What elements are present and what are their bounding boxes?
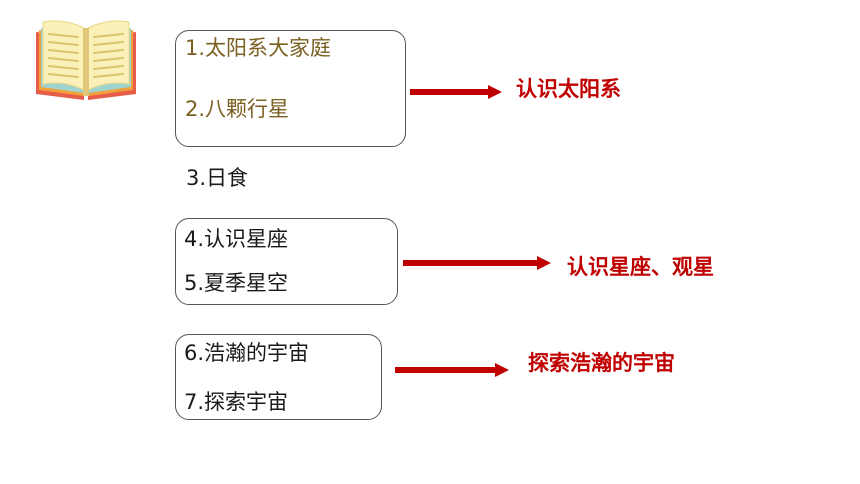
arrow-right-icon bbox=[410, 85, 502, 99]
group-box-solar-system bbox=[175, 30, 406, 147]
item-1: 1.太阳系大家庭 bbox=[185, 36, 332, 60]
arrow-right-icon bbox=[403, 256, 551, 270]
topic-constellations: 认识星座、观星 bbox=[567, 255, 714, 279]
item-3: 3.日食 bbox=[186, 166, 249, 190]
group-box-constellations bbox=[175, 218, 398, 305]
item-6: 6.浩瀚的宇宙 bbox=[184, 341, 310, 365]
item-5: 5.夏季星空 bbox=[184, 271, 289, 295]
topic-solar-system: 认识太阳系 bbox=[516, 77, 621, 101]
book-icon bbox=[36, 20, 136, 100]
topic-universe: 探索浩瀚的宇宙 bbox=[528, 351, 675, 375]
item-2: 2.八颗行星 bbox=[185, 97, 290, 121]
item-4: 4.认识星座 bbox=[184, 227, 289, 251]
item-7: 7.探索宇宙 bbox=[184, 390, 289, 414]
group-box-universe bbox=[175, 334, 382, 420]
arrow-right-icon bbox=[395, 363, 509, 377]
